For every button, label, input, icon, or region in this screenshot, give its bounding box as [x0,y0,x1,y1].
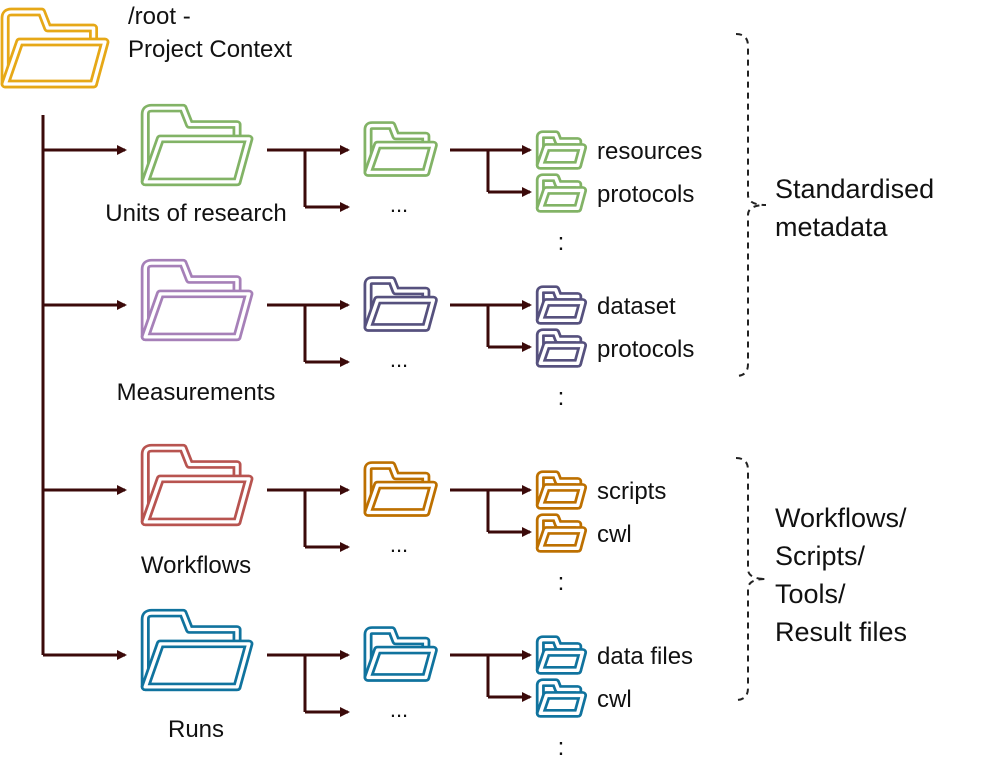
category-row-runs: Runs... data files cwl: [43,608,693,761]
workflows-ellipsis: ... [390,532,408,557]
category-rows: Units of research...resourcesprotocols:M… [43,103,702,761]
group-label-workflows-line4: Result files [775,617,907,647]
workflows-label: Workflows [141,552,251,579]
runs-folder-icon [140,608,254,692]
units-of-research-protocols-label: protocols [597,181,694,208]
measurements-more-marker: : [558,384,565,411]
measurements-dataset-folder-icon [535,285,588,325]
measurements-folder-icon [140,258,254,342]
units-of-research-label: Units of research [105,200,286,227]
measurements-subfolder-icon [363,276,438,332]
units-of-research-more-marker: : [558,229,565,256]
measurements-protocols-folder-icon [535,328,588,368]
runs-data-files-label: data files [597,643,693,670]
units-of-research-folder-icon [140,103,254,187]
runs-label: Runs [168,716,224,743]
runs-data-files-folder-icon [535,635,588,675]
runs-ellipsis: ... [390,697,408,722]
dashed-brace-path [735,33,767,377]
standardised-metadata-brace [735,33,767,377]
root-label-line1: /root - [128,3,191,30]
runs-cwl-folder-icon [535,678,588,718]
runs-cwl-label: cwl [597,686,632,713]
category-row-measurements: Measurements... dataset protocols: [43,258,694,411]
units-of-research-resources-folder-icon [535,130,588,170]
workflows-results-brace [735,457,767,701]
workflows-more-marker: : [558,569,565,596]
workflows-cwl-folder-icon [535,513,588,553]
measurements-dataset-label: dataset [597,293,676,320]
category-row-workflows: Workflows... scripts cwl: [43,443,666,596]
units-of-research-ellipsis: ... [390,192,408,217]
group-label-metadata-line1: Standardised [775,174,934,204]
workflows-folder-icon [140,443,254,527]
workflows-subfolder-icon [363,461,438,517]
workflows-cwl-label: cwl [597,521,632,548]
measurements-label: Measurements [117,379,276,406]
group-label-workflows-line1: Workflows/ [775,503,907,533]
root-label-line2: Project Context [128,36,292,63]
measurements-ellipsis: ... [390,347,408,372]
group-label-metadata-line2: metadata [775,212,889,242]
units-of-research-protocols-folder-icon [535,173,588,213]
measurements-protocols-label: protocols [597,336,694,363]
group-label-workflows-line3: Tools/ [775,579,846,609]
root-folder-icon [0,7,110,89]
workflows-scripts-folder-icon [535,470,588,510]
category-row-units-of-research: Units of research... resources protocols: [43,103,702,256]
units-of-research-subfolder-icon [363,121,438,177]
runs-subfolder-icon [363,626,438,682]
group-label-workflows-line2: Scripts/ [775,541,866,571]
runs-more-marker: : [558,734,565,761]
workflows-scripts-label: scripts [597,478,666,505]
dashed-brace-path [735,457,767,701]
root-folder-glyph [0,7,110,89]
units-of-research-resources-label: resources [597,138,702,165]
